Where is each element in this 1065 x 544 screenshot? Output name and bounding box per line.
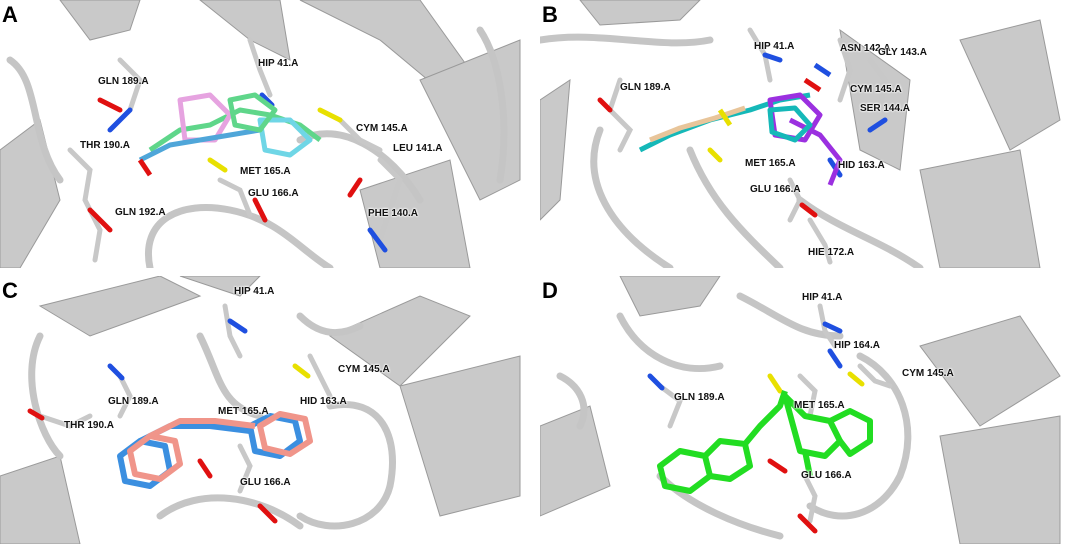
residue-label: HIE 172.A: [808, 247, 855, 258]
residue-label: GLU 166.A: [248, 188, 299, 199]
residue-label: THR 190.A: [80, 140, 131, 151]
residue-label: CYM 145.A: [338, 364, 390, 375]
panel-b: B HIP 41.A ASN 142.A GLY 143.A GLN 189.A…: [540, 0, 1062, 268]
panel-c: C HIP 41.A CYM 145.A HID 163.A GLN 189.A…: [0, 276, 522, 544]
panel-d-label: D: [542, 278, 558, 303]
residue-label: GLN 189.A: [674, 392, 725, 403]
residue-label: CYM 145.A: [850, 84, 902, 95]
residue-label: GLN 189.A: [108, 396, 159, 407]
panel-a-render: [0, 0, 521, 268]
residue-label: HIP 41.A: [234, 286, 275, 297]
residue-label: GLU 166.A: [240, 477, 291, 488]
residue-label: SER 144.A: [860, 103, 911, 114]
residue-label: HIP 41.A: [258, 58, 299, 69]
residue-label: PHE 140.A: [368, 208, 419, 219]
panel-a: A HIP 41.A GLN 189.A THR 190.A MET 165.A…: [0, 0, 522, 268]
residue-label: HIP 41.A: [802, 292, 843, 303]
residue-label: GLN 189.A: [98, 76, 149, 87]
residue-label: MET 165.A: [794, 400, 845, 411]
residue-label: MET 165.A: [745, 158, 796, 169]
residue-label: MET 165.A: [218, 406, 269, 417]
panel-d-render: [540, 276, 1061, 544]
panel-d: D HIP 41.A HIP 164.A CYM 145.A GLN 189.A…: [540, 276, 1062, 544]
residue-label: CYM 145.A: [902, 368, 954, 379]
residue-label: LEU 141.A: [393, 143, 443, 154]
panel-b-label: B: [542, 2, 558, 27]
panel-b-render: [540, 0, 1061, 268]
residue-label: HIP 41.A: [754, 41, 795, 52]
residue-label: HID 163.A: [838, 160, 885, 171]
residue-label: GLY 143.A: [878, 47, 927, 58]
panel-c-render: [0, 276, 521, 544]
residue-label: THR 190.A: [64, 420, 115, 431]
residue-label: GLN 189.A: [620, 82, 671, 93]
residue-label: HID 163.A: [300, 396, 347, 407]
residue-label: GLU 166.A: [750, 184, 801, 195]
residue-label: GLU 166.A: [801, 470, 852, 481]
residue-label: MET 165.A: [240, 166, 291, 177]
panel-c-label: C: [2, 278, 18, 303]
residue-label: CYM 145.A: [356, 123, 408, 134]
residue-label: ASN 142.A: [840, 43, 891, 54]
panel-a-label: A: [2, 2, 18, 27]
residue-label: HIP 164.A: [834, 340, 880, 351]
residue-label: GLN 192.A: [115, 207, 166, 218]
